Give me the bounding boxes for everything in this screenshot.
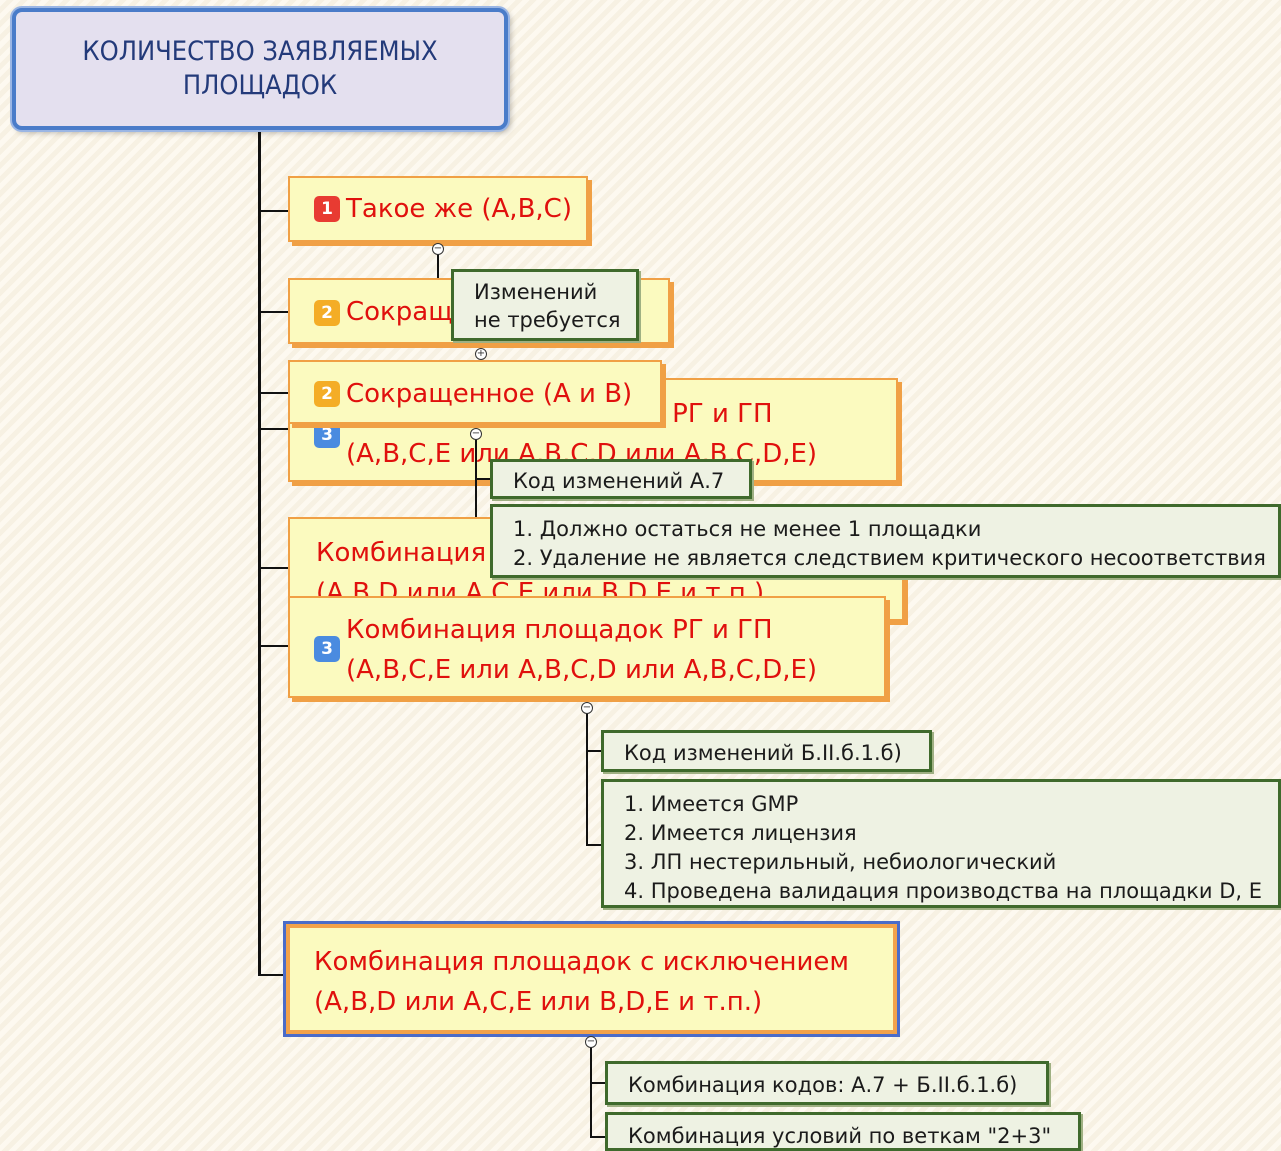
note-no-change-line2: не требуется (474, 308, 621, 332)
code-a7: Код изменений А.7 (490, 459, 752, 499)
node-exclusion[interactable]: Комбинация площадок с исключением (A,B,D… (283, 921, 900, 1037)
connector-combo (258, 645, 288, 647)
connector-exclusion-back (258, 567, 288, 569)
condition-b-3: 3. ЛП нестерильный, небиологический (624, 850, 1057, 874)
node-reduced[interactable]: 2 Сокращенное (A и B) (288, 360, 662, 424)
root-node[interactable]: КОЛИЧЕСТВО ЗАЯВЛЯЕМЫХ ПЛОЩАДОК (12, 8, 508, 130)
condition-a7-1: 1. Должно остаться не менее 1 площадки (513, 517, 982, 541)
note-no-change: Изменений не требуется (451, 269, 639, 341)
node-same-sites[interactable]: 1 Такое же (A,B,C) (288, 176, 588, 242)
connector-same-note (437, 247, 439, 279)
priority-1-icon: 1 (314, 196, 340, 222)
conditions-a7: 1. Должно остаться не менее 1 площадки 2… (490, 504, 1281, 578)
connector-b-code (586, 750, 602, 752)
combo-conditions-text: Комбинация условий по веткам "2+3" (628, 1124, 1052, 1148)
condition-b-4: 4. Проведена валидация производства на п… (624, 879, 1263, 903)
node-reduced-label: Сокращенное (A и B) (346, 379, 633, 409)
conditions-b: 1. Имеется GMP 2. Имеется лицензия 3. ЛП… (601, 779, 1281, 908)
expand-toggle-icon[interactable]: + (475, 348, 487, 360)
connector-a7-code (475, 478, 491, 480)
node-exclusion-line1: Комбинация площадок с исключением (314, 947, 849, 977)
code-b: Код изменений Б.II.б.1.б) (601, 730, 932, 772)
node-exclusion-line2: (A,B,D или A,C,E или B,D,E и т.п.) (314, 987, 763, 1017)
priority-3-icon: 3 (314, 422, 340, 448)
connector-ex-conditions (590, 1136, 606, 1138)
code-b-text: Код изменений Б.II.б.1.б) (624, 741, 902, 765)
note-no-change-line1: Изменений (474, 280, 598, 304)
root-line1: КОЛИЧЕСТВО ЗАЯВЛЯЕМЫХ (82, 36, 438, 67)
condition-b-1: 1. Имеется GMP (624, 792, 799, 816)
connector-a7-vertical (475, 432, 477, 540)
connector-combo-back (258, 428, 288, 430)
priority-2-icon: 2 (314, 300, 340, 326)
node-combo-line1: Комбинация площадок РГ и ГП (346, 615, 773, 645)
combo-codes: Комбинация кодов: А.7 + Б.II.б.1.б) (605, 1061, 1049, 1105)
node-same-label: Такое же (A,B,C) (346, 194, 572, 224)
connector-reduced (258, 392, 288, 394)
collapse-toggle-icon[interactable]: − (432, 243, 444, 255)
collapse-toggle-icon[interactable]: − (585, 1036, 597, 1048)
trunk-connector (258, 128, 261, 976)
condition-a7-2: 2. Удаление не является следствием крити… (513, 546, 1266, 570)
collapse-toggle-icon[interactable]: − (470, 428, 482, 440)
condition-b-2: 2. Имеется лицензия (624, 821, 857, 845)
node-combo-line2: (A,B,C,E или A,B,C,D или A,B,C,D,E) (346, 655, 818, 685)
collapse-toggle-icon[interactable]: − (581, 702, 593, 714)
combo-conditions: Комбинация условий по веткам "2+3" (605, 1112, 1081, 1151)
priority-2-icon: 2 (314, 381, 340, 407)
connector-ex-codes (590, 1082, 606, 1084)
connector-exclusion (260, 974, 286, 976)
connector-ex-vertical (590, 1042, 592, 1138)
priority-3-icon: 3 (314, 636, 340, 662)
connector-same (258, 210, 288, 212)
connector-reduced-back (258, 311, 288, 313)
node-combo[interactable]: 3 Комбинация площадок РГ и ГП (A,B,C,E и… (288, 596, 886, 698)
combo-codes-text: Комбинация кодов: А.7 + Б.II.б.1.б) (628, 1073, 1018, 1097)
connector-b-conditions (586, 844, 602, 846)
code-a7-text: Код изменений А.7 (513, 469, 725, 493)
root-line2: ПЛОЩАДОК (182, 70, 338, 101)
connector-b-vertical (586, 706, 588, 846)
